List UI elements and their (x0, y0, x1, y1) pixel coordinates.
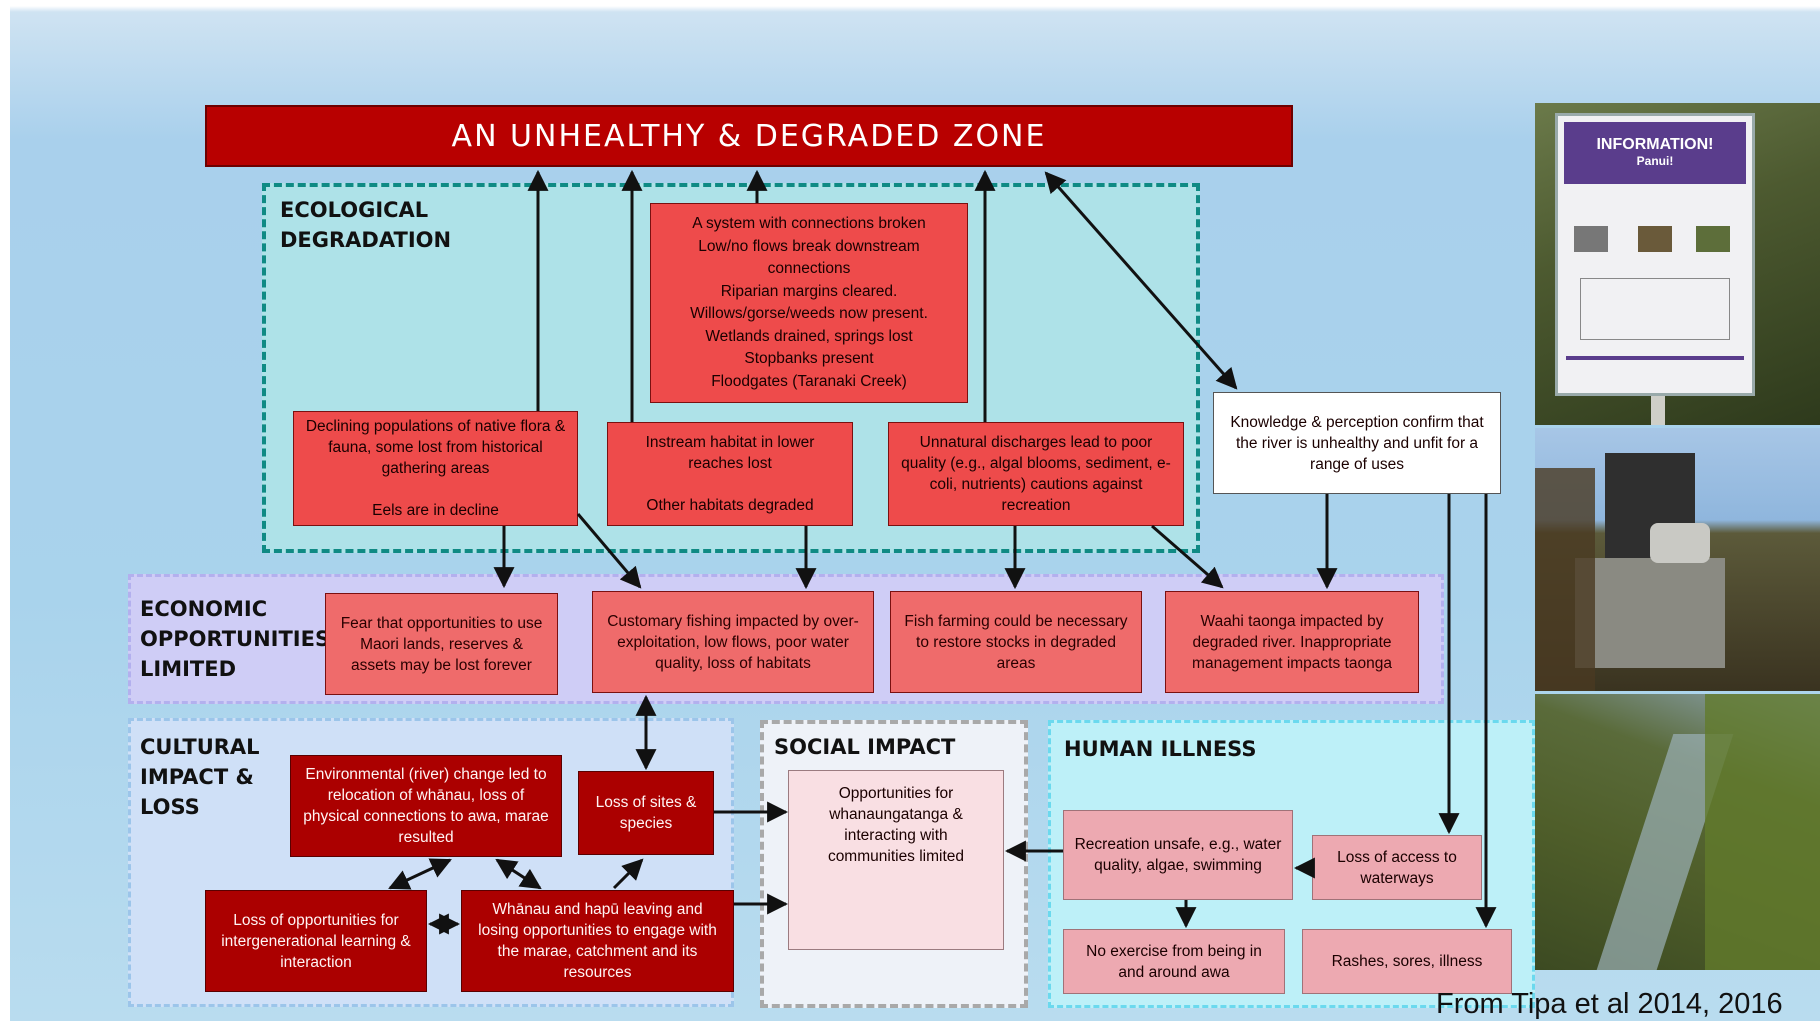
knowledge-perception-box: Knowledge & perception confirm that the … (1213, 392, 1501, 494)
whanaungatanga-box: Opportunities for whanaungatanga & inter… (788, 770, 1004, 950)
rashes-box: Rashes, sores, illness (1302, 929, 1512, 994)
environmental-change-box: Environmental (river) change led to relo… (290, 755, 562, 857)
unnatural-discharges-box: Unnatural discharges lead to poor qualit… (888, 422, 1184, 526)
ecological-degradation-label: ECOLOGICAL DEGRADATION (280, 198, 452, 252)
diagram-title: AN UNHEALTHY & DEGRADED ZONE (205, 105, 1293, 167)
sign-subtitle: Panui! (1636, 154, 1674, 168)
information-sign-photo: INFORMATION! Panui! (1535, 103, 1820, 425)
social-impact-label: SOCIAL IMPACT (774, 735, 956, 759)
information-sign: INFORMATION! Panui! (1555, 113, 1755, 396)
loss-intergenerational-box: Loss of opportunities for intergeneratio… (205, 890, 427, 992)
fear-opportunities-box: Fear that opportunities to use Maori lan… (325, 593, 558, 695)
system-broken-box: A system with connections broken Low/no … (650, 203, 968, 403)
loss-access-box: Loss of access to waterways (1312, 835, 1482, 900)
waterway-photo (1535, 694, 1820, 970)
human-illness-label: HUMAN ILLNESS (1064, 737, 1257, 761)
waahi-taonga-box: Waahi taonga impacted by degraded river.… (1165, 591, 1419, 693)
no-exercise-box: No exercise from being in and around awa (1063, 929, 1285, 994)
recreation-unsafe-box: Recreation unsafe, e.g., water quality, … (1063, 810, 1293, 900)
customary-fishing-box: Customary fishing impacted by over-explo… (592, 591, 874, 693)
source-caption: From Tipa et al 2014, 2016 (1436, 988, 1783, 1020)
instream-habitat-box: Instream habitat in lower reaches lost O… (607, 422, 853, 526)
declining-populations-box: Declining populations of native flora & … (293, 411, 578, 526)
sign-title: INFORMATION! (1596, 136, 1714, 153)
pump-station-photo (1535, 428, 1820, 691)
loss-sites-species-box: Loss of sites & species (578, 771, 714, 855)
fish-farming-box: Fish farming could be necessary to resto… (890, 591, 1142, 693)
left-margin (0, 0, 10, 1021)
cultural-impact-label: CULTURAL IMPACT & LOSS (140, 735, 260, 819)
economic-opportunities-label: ECONOMIC OPPORTUNITIES LIMITED (140, 597, 331, 681)
whanau-hapu-box: Whānau and hapū leaving and losing oppor… (461, 890, 734, 992)
